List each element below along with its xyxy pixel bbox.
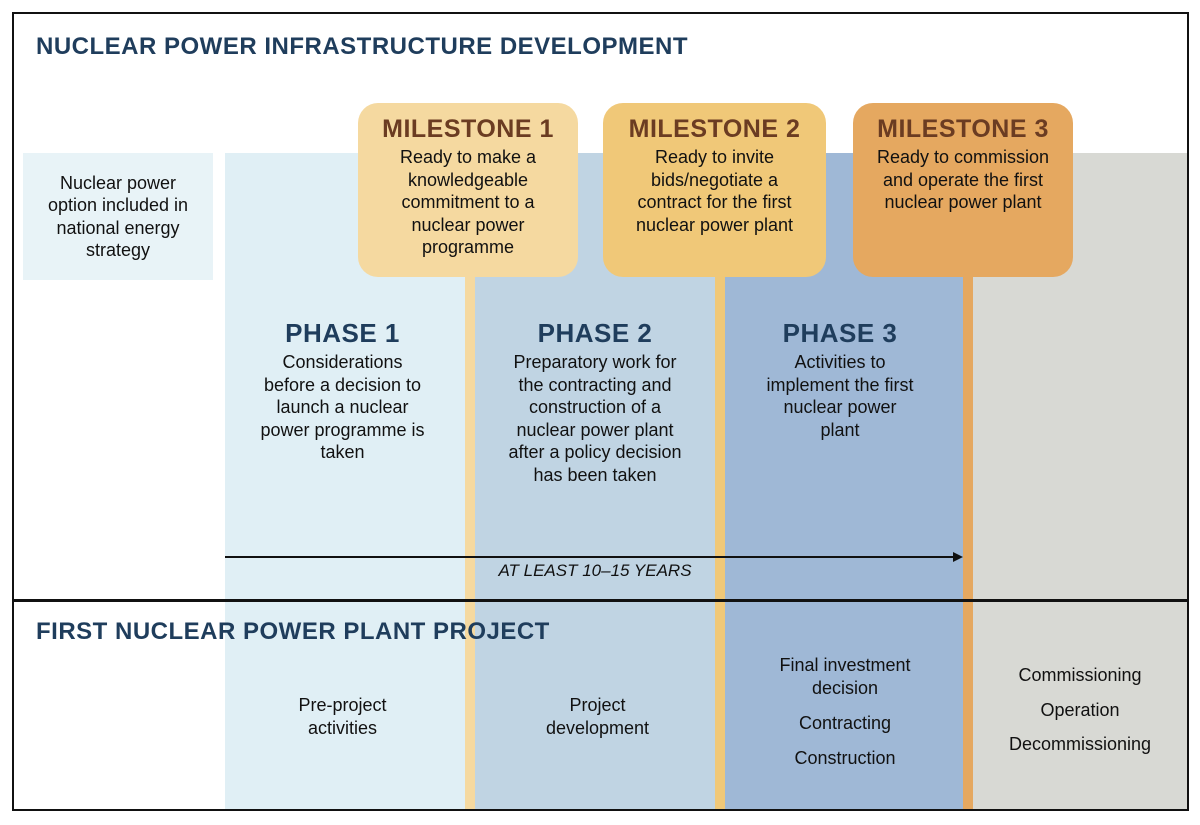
arrowhead-icon (953, 552, 963, 562)
operation: Operation (1040, 699, 1120, 720)
post-phase-activities: Commissioning Operation Decommissioning (980, 664, 1180, 756)
milestone-2-label: MILESTONE 2 (628, 115, 801, 143)
phase-2: PHASE 2 Preparatory work for the contrac… (505, 318, 685, 486)
project-phase-2: Project development (545, 695, 650, 738)
milestone-3-pole (963, 153, 973, 809)
duration-label: AT LEAST 10–15 YEARS (498, 561, 692, 580)
page-title: NUCLEAR POWER INFRASTRUCTURE DEVELOPMENT (36, 33, 689, 60)
section-divider (12, 599, 1189, 602)
decommissioning: Decommissioning (1008, 734, 1152, 754)
timeline-arrow (225, 556, 955, 558)
phase-2-label: PHASE 2 (537, 318, 653, 348)
phase-3: PHASE 3 Activities to implement the firs… (765, 318, 915, 441)
project-title: FIRST NUCLEAR POWER PLANT PROJECT (36, 618, 550, 645)
phase-2-text: Preparatory work for the contracting and… (508, 352, 682, 485)
phase-3-text: Activities to implement the first nuclea… (766, 352, 914, 440)
milestone-1-label: MILESTONE 1 (382, 115, 554, 143)
commissioning: Commissioning (1018, 665, 1142, 685)
phase-3-label: PHASE 3 (782, 318, 898, 348)
milestone-1-text: Ready to make a knowledgeable commitment… (399, 147, 537, 257)
milestone-2-pole (715, 153, 725, 809)
milestone-1-pole (465, 153, 475, 809)
construction: Construction (794, 747, 896, 768)
phase-1-text: Considerations before a decision to laun… (260, 352, 425, 462)
precondition-box: Nuclear power option included in nationa… (23, 153, 213, 280)
milestone-2-text: Ready to invite bids/negotiate a contrac… (635, 147, 794, 235)
milestone-1: MILESTONE 1 Ready to make a knowledgeabl… (358, 103, 578, 277)
milestone-2: MILESTONE 2 Ready to invite bids/negotia… (603, 103, 826, 277)
precondition-text: Nuclear power option included in nationa… (47, 172, 189, 261)
milestone-3: MILESTONE 3 Ready to commission and oper… (853, 103, 1073, 277)
phase-1: PHASE 1 Considerations before a decision… (255, 318, 430, 464)
project-phase-1: Pre-project activities (298, 695, 387, 738)
milestone-3-text: Ready to commission and operate the firs… (876, 147, 1050, 212)
diagram-frame (12, 12, 1189, 811)
contracting: Contracting (798, 713, 892, 733)
phase-1-label: PHASE 1 (285, 318, 400, 348)
project-phase-3: Final investment decision Contracting Co… (745, 654, 945, 769)
milestone-3-label: MILESTONE 3 (877, 115, 1049, 143)
final-investment-decision: Final investment decision (779, 655, 911, 698)
